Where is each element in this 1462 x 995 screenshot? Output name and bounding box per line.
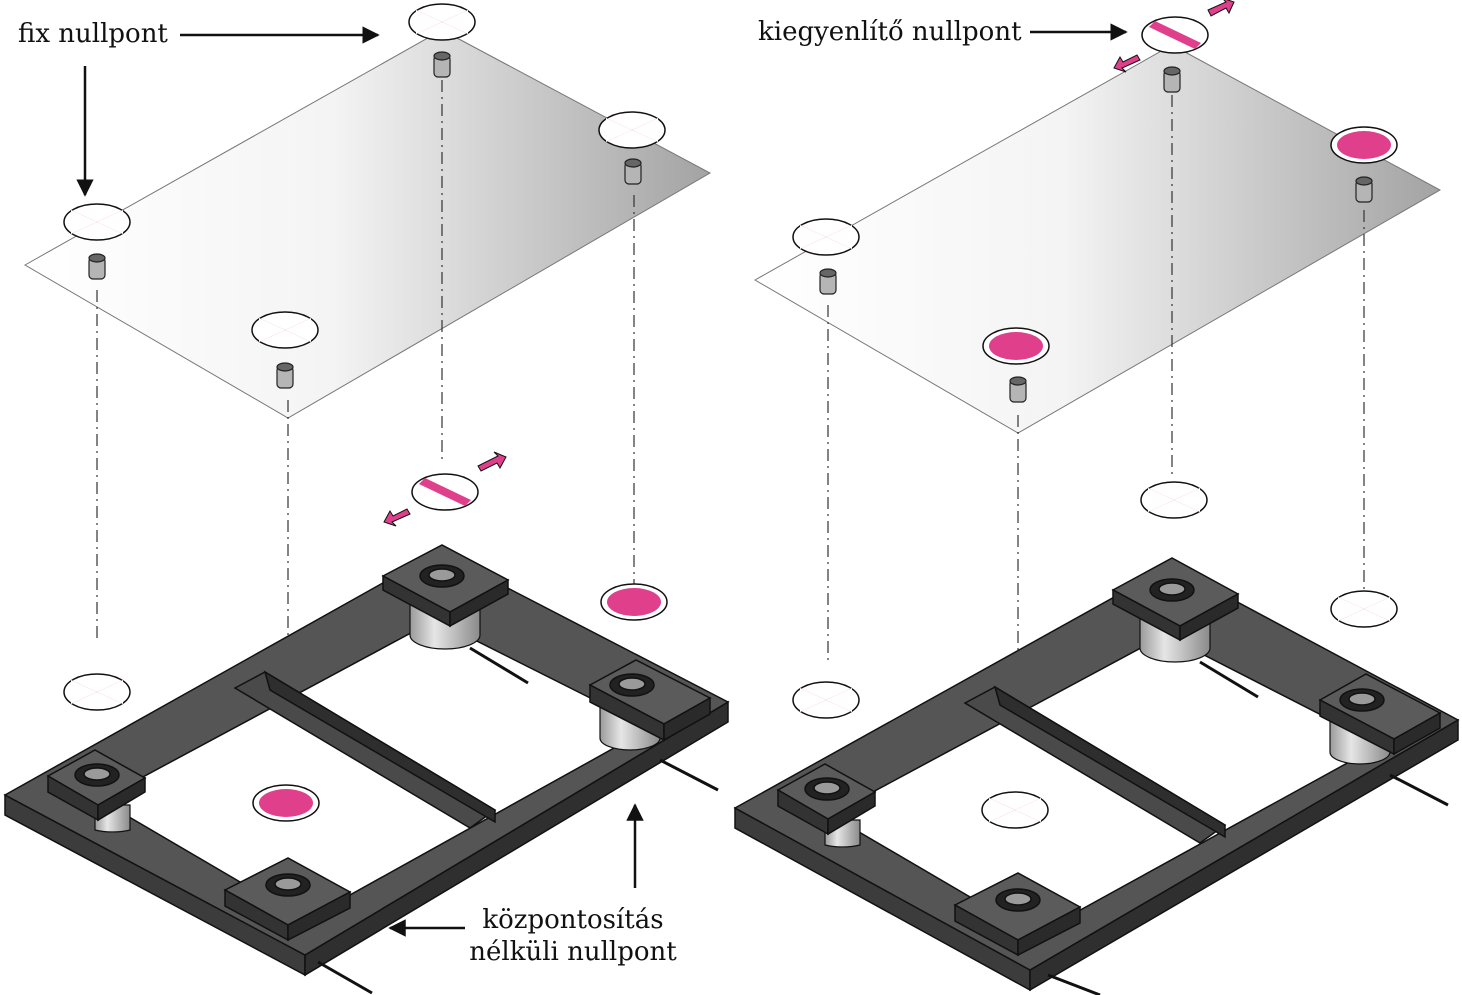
move-arrow-icon (383, 508, 411, 527)
left-receiver-left (46, 749, 147, 822)
fixed-cross-symbol (792, 681, 860, 719)
label-line-1: központosítás (482, 905, 664, 935)
right-base-symbols (792, 481, 1398, 829)
left-receiver-back (381, 544, 510, 628)
compensating-zero-point-label: kiegyenlítő nullpont (758, 17, 1022, 47)
left-receivers (46, 544, 712, 942)
fixed-cross-symbol (1140, 481, 1208, 519)
right-pallet-plate (753, 44, 1442, 434)
left-clamping-pins (88, 51, 642, 389)
solid-oval-symbol (252, 784, 320, 822)
left-base-frame (3, 551, 730, 977)
right-receivers (776, 557, 1442, 957)
fixed-cross-symbol (408, 3, 476, 41)
diagonal-bar-symbol (411, 473, 479, 511)
fixed-cross-symbol (981, 791, 1049, 829)
move-arrow-icon (1113, 54, 1141, 73)
fixed-cross-symbol (1330, 590, 1398, 628)
left-assembly (3, 3, 730, 995)
fixed-cross-symbol (251, 311, 319, 349)
right-clamping-pins (819, 66, 1373, 403)
non-centering-zero-point-label: központosítás nélküli nullpont (468, 904, 678, 968)
right-plate-symbols (792, 0, 1398, 365)
solid-oval-symbol (1330, 126, 1398, 164)
left-pallet-plate (23, 29, 712, 419)
fixed-cross-symbol (792, 218, 860, 256)
right-assembly (733, 0, 1460, 995)
solid-oval-symbol (600, 583, 668, 621)
label-line-2: nélküli nullpont (469, 937, 677, 967)
left-base-symbols (63, 451, 668, 822)
left-cables (317, 646, 719, 995)
move-arrow-icon (477, 451, 507, 472)
move-arrow-icon (1207, 0, 1235, 17)
left-receiver-right (588, 659, 712, 742)
fixed-cross-symbol (63, 203, 131, 241)
right-base-frame (733, 565, 1460, 992)
fixed-cross-symbol (63, 673, 131, 711)
right-cables (1047, 660, 1449, 995)
left-plate-symbols (63, 3, 666, 349)
fixed-zero-point-label: fix nullpont (18, 19, 168, 49)
solid-oval-symbol (982, 327, 1050, 365)
fixed-cross-symbol (598, 111, 666, 149)
left-receiver-front (223, 857, 352, 942)
left-callout-arrows (76, 26, 644, 937)
diagonal-bar-symbol (1141, 16, 1209, 54)
